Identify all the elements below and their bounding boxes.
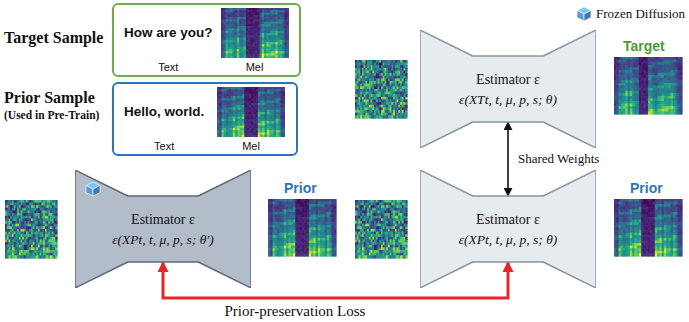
diagram-stage: How are you?TextMelHello, world.TextMelE…	[0, 0, 689, 322]
